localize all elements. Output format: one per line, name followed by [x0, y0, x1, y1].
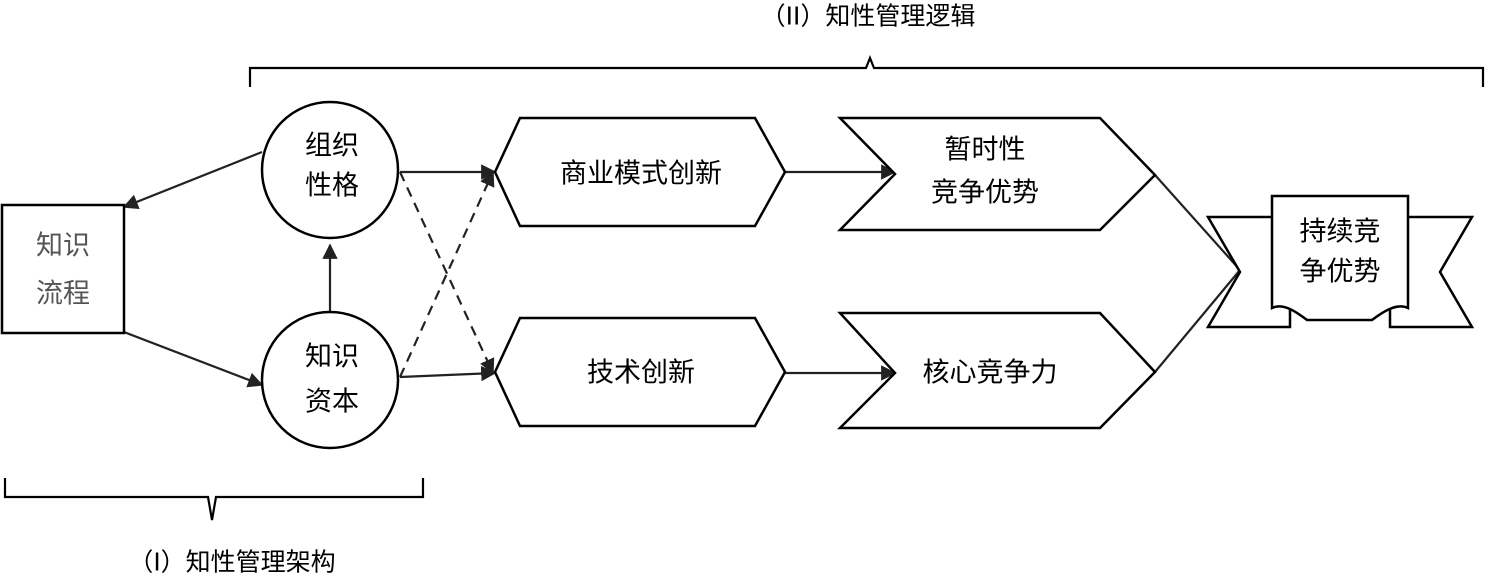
bottom-caption: （I）知性管理架构	[128, 548, 335, 577]
org-character-label-1: 组织	[305, 131, 359, 162]
knowledge-process-label-2: 流程	[36, 279, 90, 310]
core-competence-label: 核心竞争力	[923, 358, 1058, 389]
temporary-advantage-label-1: 暂时性	[945, 135, 1026, 166]
arrow-temporary-to-sustained	[1154, 174, 1241, 271]
temporary-advantage-shape	[837, 116, 1157, 232]
tech-innovation-label: 技术创新	[587, 358, 695, 389]
sustained-advantage-label-1: 持续竞	[1300, 217, 1381, 248]
top-brace	[248, 55, 1485, 87]
org-character-label-2: 性格	[305, 171, 359, 202]
banner-body	[1270, 194, 1410, 322]
dashed-arrow-org-to-tech	[399, 171, 495, 375]
core-competence-shape	[836, 311, 1157, 430]
knowledge-capital-circle	[260, 310, 400, 450]
arrow-org-to-process	[122, 150, 263, 210]
dashed-arrow-capital-to-business	[398, 170, 495, 378]
top-caption: （II）知性管理逻辑	[761, 2, 976, 31]
org-character-circle	[260, 100, 400, 240]
knowledge-capital-label-2: 资本	[305, 387, 359, 418]
knowledge-process-label-1: 知识	[36, 231, 90, 262]
tech-innovation-shape	[493, 316, 787, 428]
arrow-capital-to-tech	[399, 365, 497, 382]
business-model-innovation-shape	[493, 116, 787, 228]
knowledge-capital-label-1: 知识	[305, 342, 359, 373]
bottom-brace	[3, 478, 425, 521]
business-model-innovation-label: 商业模式创新	[560, 159, 722, 190]
knowledge-process-box	[0, 203, 126, 335]
temporary-advantage-label-2: 竞争优势	[931, 178, 1039, 209]
arrow-core-to-sustained	[1154, 269, 1241, 373]
arrow-process-to-capital	[123, 330, 264, 388]
sustained-advantage-label-2: 争优势	[1300, 257, 1381, 288]
sustained-advantage-banner: 持续竞 争优势	[1205, 194, 1475, 329]
